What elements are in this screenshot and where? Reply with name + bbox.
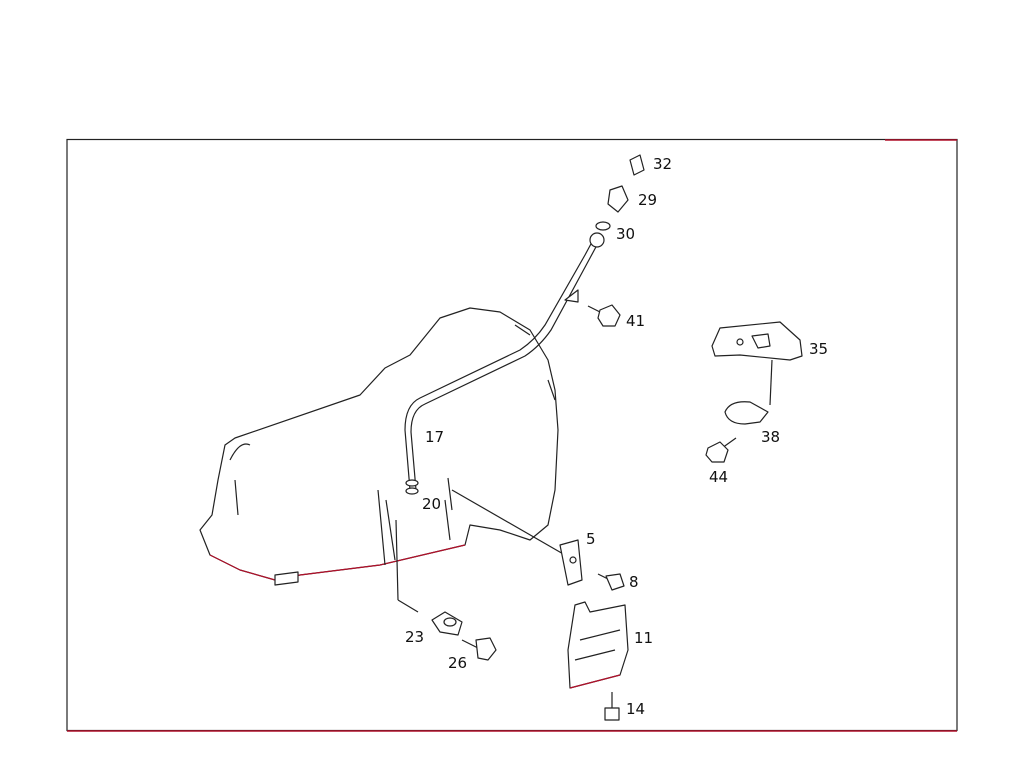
label-part-5: 5 — [586, 530, 596, 548]
part-41-bolt — [587, 304, 621, 327]
part-14-screw — [604, 692, 620, 721]
part-11-cover-plate — [567, 601, 629, 689]
label-part-11: 11 — [634, 629, 653, 647]
part-23-clip — [395, 519, 463, 636]
label-part-32: 32 — [653, 155, 672, 173]
label-part-41: 41 — [626, 312, 645, 330]
label-part-20: 20 — [422, 495, 441, 513]
label-part-26: 26 — [448, 654, 467, 672]
label-part-38: 38 — [761, 428, 780, 446]
label-part-44: 44 — [709, 468, 728, 486]
part-38-clamp — [724, 401, 769, 425]
part-26-bolt — [461, 637, 497, 661]
label-part-8: 8 — [629, 573, 639, 591]
dipstick-tube — [404, 232, 605, 495]
label-part-23: 23 — [405, 628, 424, 646]
label-part-30: 30 — [616, 225, 635, 243]
part-35-bracket — [711, 321, 803, 406]
part-32-clip — [629, 154, 645, 176]
label-part-29: 29 — [638, 191, 657, 209]
label-part-14: 14 — [626, 700, 645, 718]
label-part-35: 35 — [809, 340, 828, 358]
part-8-bolt — [597, 573, 625, 591]
part-44-bolt — [705, 437, 737, 463]
part-30-seal-ring — [595, 221, 611, 231]
part-5-bracket — [447, 477, 583, 586]
part-29-cap — [607, 185, 629, 213]
label-part-17: 17 — [425, 428, 444, 446]
transmission-housing — [199, 307, 559, 586]
